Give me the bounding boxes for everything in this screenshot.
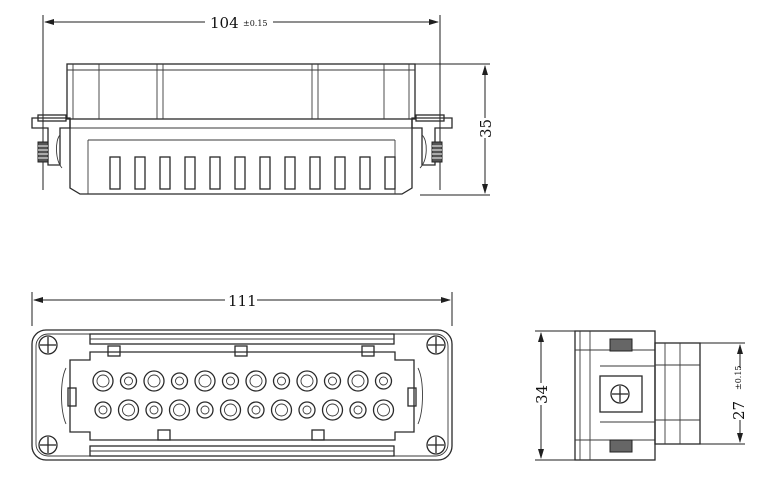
contact-hole xyxy=(196,401,214,419)
contact-hole-inner xyxy=(302,405,312,415)
contact-hole xyxy=(374,372,393,390)
contact-hole-inner xyxy=(377,403,390,417)
contact-hole-inner xyxy=(251,405,261,415)
contact-hole xyxy=(117,399,140,421)
slot xyxy=(209,156,221,190)
top-width-tolerance: ±0.15 xyxy=(243,19,268,28)
contact-hole xyxy=(245,370,267,392)
contact-hole-inner xyxy=(147,374,161,388)
contact-hole xyxy=(270,399,293,421)
contact-hole-inner xyxy=(149,405,159,415)
contact-holes xyxy=(92,370,395,421)
contact-hole-inner xyxy=(124,376,133,386)
contact-hole xyxy=(119,372,138,390)
left-screw xyxy=(37,141,49,163)
contact-hole xyxy=(194,370,216,392)
contact-hole-inner xyxy=(200,405,210,415)
corner-screw-tl-icon xyxy=(38,335,58,355)
front-view: 111 xyxy=(31,290,453,461)
contact-hole-inner xyxy=(300,374,314,388)
corner-screw-tr-icon xyxy=(426,335,446,355)
top-height-label: 35 xyxy=(477,119,495,138)
front-width-label: 111 xyxy=(228,292,257,310)
contact-hole xyxy=(94,401,112,419)
side-view: 34 27 ±0.15 xyxy=(531,330,750,461)
contact-slots xyxy=(109,156,396,190)
contact-hole-inner xyxy=(224,403,237,417)
contact-hole xyxy=(145,401,163,419)
top-view: 104 ±0.15 35 xyxy=(31,12,496,196)
contact-hole-inner xyxy=(328,376,337,386)
contact-hole-inner xyxy=(175,376,184,386)
contact-hole xyxy=(219,399,242,421)
contact-hole xyxy=(272,372,291,390)
slot xyxy=(134,156,146,190)
contact-hole xyxy=(298,401,316,419)
contact-hole xyxy=(168,399,191,421)
contact-hole-inner xyxy=(98,405,108,415)
contact-hole xyxy=(347,370,369,392)
contact-hole-inner xyxy=(379,376,388,386)
contact-hole-inner xyxy=(353,405,363,415)
top-width-label: 104 xyxy=(210,14,239,32)
side-inner-label: 27 xyxy=(730,401,748,420)
contact-hole-inner xyxy=(122,403,135,417)
contact-hole xyxy=(323,372,342,390)
contact-hole-inner xyxy=(326,403,339,417)
slot xyxy=(259,156,271,190)
contact-hole xyxy=(372,399,395,421)
corner-screw-br-icon xyxy=(426,435,446,455)
slot xyxy=(334,156,346,190)
slot xyxy=(384,156,396,190)
contact-hole xyxy=(349,401,367,419)
contact-hole xyxy=(221,372,240,390)
side-inner-tolerance: ±0.15 xyxy=(734,365,743,390)
contact-hole xyxy=(92,370,114,392)
slot xyxy=(184,156,196,190)
side-height-label: 34 xyxy=(533,385,551,404)
contact-hole-inner xyxy=(198,374,212,388)
contact-hole-inner xyxy=(277,376,286,386)
contact-hole xyxy=(170,372,189,390)
contact-hole xyxy=(296,370,318,392)
right-screw xyxy=(431,141,443,163)
slot xyxy=(159,156,171,190)
slot xyxy=(109,156,121,190)
slot xyxy=(309,156,321,190)
corner-screw-bl-icon xyxy=(38,435,58,455)
contact-hole-inner xyxy=(275,403,288,417)
slot xyxy=(284,156,296,190)
contact-hole-inner xyxy=(351,374,365,388)
contact-hole-inner xyxy=(173,403,186,417)
contact-hole xyxy=(143,370,165,392)
contact-hole xyxy=(247,401,265,419)
contact-hole-inner xyxy=(226,376,235,386)
contact-hole-inner xyxy=(96,374,110,388)
contact-hole xyxy=(321,399,344,421)
slot xyxy=(359,156,371,190)
contact-hole-inner xyxy=(249,374,263,388)
slot xyxy=(234,156,246,190)
